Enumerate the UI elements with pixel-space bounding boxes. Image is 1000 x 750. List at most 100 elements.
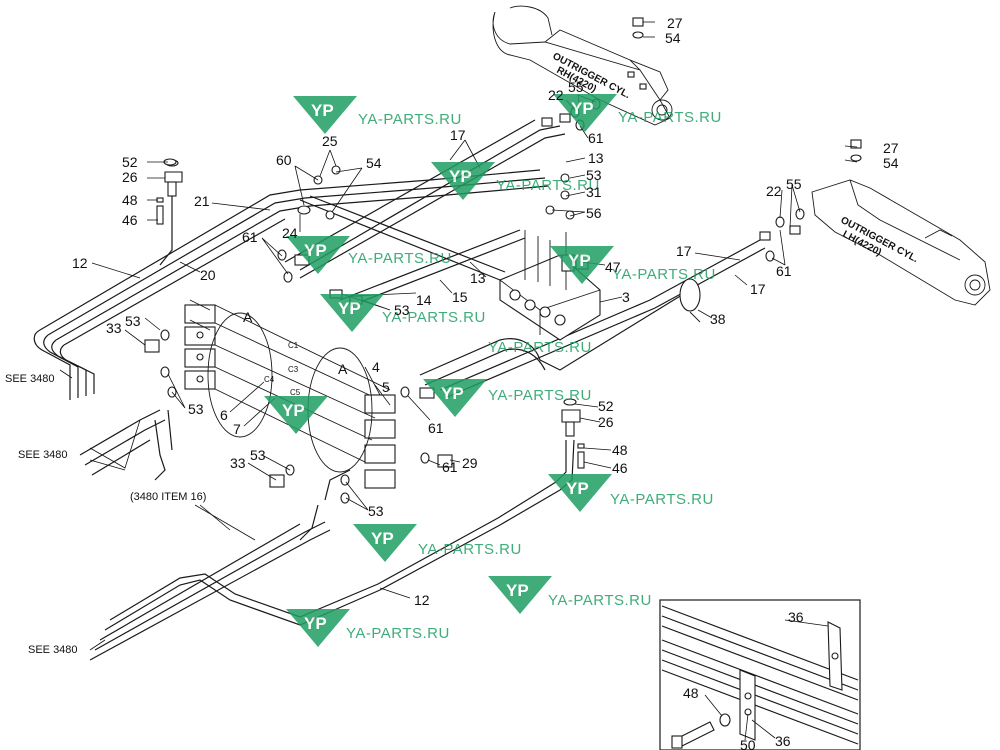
reference-notes: SEE 3480 SEE 3480 (3480 ITEM 16) SEE 348… [5,373,206,656]
callout-label: 53 [368,503,384,519]
watermark-text: YA-PARTS.RU [358,111,462,128]
callout-label: 50 [740,737,756,750]
valve-stack-left: A A C1 C3 C4 C5 [184,299,396,489]
callout-label: 22 [548,87,564,103]
watermark-logo: YP [423,379,487,417]
callout-label: 27 [883,140,899,156]
callout-label: 60 [276,152,292,168]
watermark-logo: YP [286,236,350,274]
callout-label: 53 [586,167,602,183]
callout-label: 17 [450,127,466,143]
watermark-logo: YP [548,474,612,512]
callout-label: 21 [194,193,210,209]
watermark-logo: YP [286,609,350,647]
watermark-logo: YP [264,396,328,434]
callout-label: 47 [605,259,621,275]
callout-label: 48 [683,685,699,701]
watermark-logo: YP [293,96,357,134]
callout-label: 52 [598,398,614,414]
callout-label: 33 [230,455,246,471]
svg-text:YP: YP [506,581,529,600]
callout-label: 61 [428,420,444,436]
callout-label: 6 [220,407,228,423]
watermark-text: YA-PARTS.RU [488,387,592,404]
watermark-text: YA-PARTS.RU [618,109,722,126]
callout-label: 15 [452,289,468,305]
callout-label: 5 [382,379,390,395]
svg-text:YP: YP [282,401,305,420]
callout-label: 46 [612,460,628,476]
svg-text:YP: YP [371,529,394,548]
svg-text:YP: YP [449,167,472,186]
svg-text:C1: C1 [288,341,299,350]
view-a-label-2: A [338,361,348,377]
callout-label: 17 [750,281,766,297]
callout-label: 61 [776,263,792,279]
callout-label: 22 [766,183,782,199]
callout-label: 54 [665,30,681,46]
callout-label: 14 [416,292,432,308]
callout-label: 36 [775,733,791,749]
callout-label: 52 [122,154,138,170]
see-3480-note-3: SEE 3480 [28,644,78,656]
callout-label: 54 [366,155,382,171]
callout-label: 53 [394,302,410,318]
svg-text:YP: YP [571,99,594,118]
callout-label: 61 [588,130,604,146]
watermark-logo: YP [553,94,617,132]
callout-label: 56 [586,205,602,221]
callout-label: 25 [322,133,338,149]
svg-text:YP: YP [568,251,591,270]
tube-bundles [33,119,766,661]
callout-label: 38 [710,311,726,327]
svg-text:C3: C3 [288,365,299,374]
svg-text:YP: YP [311,101,334,120]
callout-label: 4 [372,359,380,375]
callout-label: 3 [622,289,630,305]
watermark-text: YA-PARTS.RU [610,491,714,508]
callout-label: 29 [462,455,478,471]
svg-text:YP: YP [338,299,361,318]
callout-label: 20 [200,267,216,283]
callout-label: 13 [588,150,604,166]
fittings [144,17,862,504]
callout-label: 55 [568,79,584,95]
watermark-logo: YP [320,294,384,332]
callout-label: 31 [586,184,602,200]
inset-detail [659,599,861,750]
svg-text:YP: YP [304,241,327,260]
watermark-text: YA-PARTS.RU [548,592,652,609]
svg-text:YP: YP [304,614,327,633]
callout-label: 24 [282,225,298,241]
callout-label: 46 [122,212,138,228]
watermark-text: YA-PARTS.RU [418,541,522,558]
svg-text:C4: C4 [264,375,275,384]
see-3480-note-1: SEE 3480 [5,373,55,385]
callout-label: 26 [598,414,614,430]
callout-label: 53 [250,447,266,463]
watermark-text: YA-PARTS.RU [496,177,600,194]
callout-label: 13 [470,270,486,286]
watermark-logo: YP [550,246,614,284]
clamp-38 [679,278,701,323]
watermarks: YP YA-PARTS.RU YP YA-PARTS.RU YP YA-PART… [264,94,722,647]
callout-label: 48 [122,192,138,208]
watermark-text: YA-PARTS.RU [612,266,716,283]
manifold-block [499,230,601,341]
watermark-text: YA-PARTS.RU [346,625,450,642]
outrigger-cylinder-lh: OUTRIGGER CYL. LH(4220) [811,179,991,306]
callout-label: 12 [414,592,430,608]
watermark-logo: YP [431,162,495,200]
callout-label: 53 [188,401,204,417]
callout-label: 33 [106,320,122,336]
watermark-logo: YP [353,524,417,562]
svg-text:C5: C5 [290,388,301,397]
elbow-fitting-right [561,398,585,469]
callout-label: 61 [242,229,258,245]
watermark-text: YA-PARTS.RU [382,309,486,326]
callout-label: 53 [125,313,141,329]
svg-text:YP: YP [566,479,589,498]
callout-numbers: 27 54 22 55 61 17 25 60 54 13 53 31 56 5… [72,15,899,750]
